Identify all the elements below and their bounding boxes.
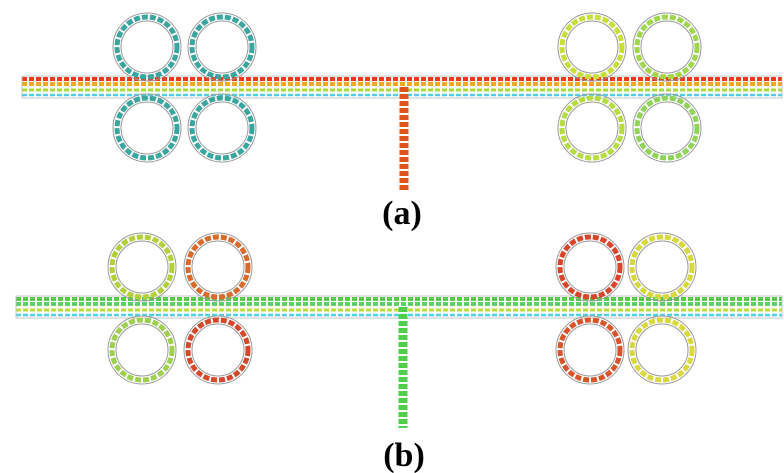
right-ring-4-inner <box>635 323 689 377</box>
left-ring-4-outer <box>187 93 257 163</box>
right-ring-2-outer <box>627 232 697 302</box>
panel-b <box>15 232 783 428</box>
right-ring-3-inner <box>563 323 617 377</box>
left-ring-2-field <box>185 234 251 300</box>
left-ring-4-inner <box>191 323 245 377</box>
left-ring-4-outer <box>183 315 253 385</box>
right-ring-3-field <box>557 317 623 383</box>
right-ring-2-field <box>629 234 695 300</box>
panel-a-label: (a) <box>382 195 422 232</box>
right-ring-2-inner <box>640 20 694 74</box>
left-ring-1-outer <box>107 232 177 302</box>
right-ring-4-outer <box>627 315 697 385</box>
panel-b-label: (b) <box>383 437 425 473</box>
right-ring-1-outer <box>555 232 625 302</box>
right-ring-1-inner <box>563 240 617 294</box>
right-ring-1-field <box>559 14 625 80</box>
right-ring-3-field <box>559 95 625 161</box>
left-ring-2-inner <box>195 20 249 74</box>
right-ring-3-inner <box>565 101 619 155</box>
left-ring-3-field <box>114 95 180 161</box>
left-ring-2-outer <box>183 232 253 302</box>
right-ring-2-inner <box>635 240 689 294</box>
left-ring-3-field <box>109 317 175 383</box>
right-ring-4-inner <box>640 101 694 155</box>
left-ring-3-inner <box>120 101 174 155</box>
left-ring-2-inner <box>191 240 245 294</box>
left-ring-2-field <box>189 14 255 80</box>
panel-a <box>21 12 783 192</box>
left-ring-1-field <box>114 14 180 80</box>
right-ring-2-outer <box>632 12 702 82</box>
left-ring-4-field <box>185 317 251 383</box>
right-ring-2-field <box>634 14 700 80</box>
right-ring-3-outer <box>557 93 627 163</box>
right-ring-4-outer <box>632 93 702 163</box>
left-ring-3-inner <box>115 323 169 377</box>
left-ring-1-field <box>109 234 175 300</box>
left-ring-2-outer <box>187 12 257 82</box>
left-ring-1-inner <box>115 240 169 294</box>
right-ring-4-field <box>634 95 700 161</box>
left-ring-3-outer <box>107 315 177 385</box>
left-ring-1-outer <box>112 12 182 82</box>
right-ring-3-outer <box>555 315 625 385</box>
right-ring-1-inner <box>565 20 619 74</box>
right-ring-4-field <box>629 317 695 383</box>
right-ring-1-outer <box>557 12 627 82</box>
left-ring-3-outer <box>112 93 182 163</box>
left-ring-4-inner <box>195 101 249 155</box>
left-ring-4-field <box>189 95 255 161</box>
left-ring-1-inner <box>120 20 174 74</box>
right-ring-1-field <box>557 234 623 300</box>
